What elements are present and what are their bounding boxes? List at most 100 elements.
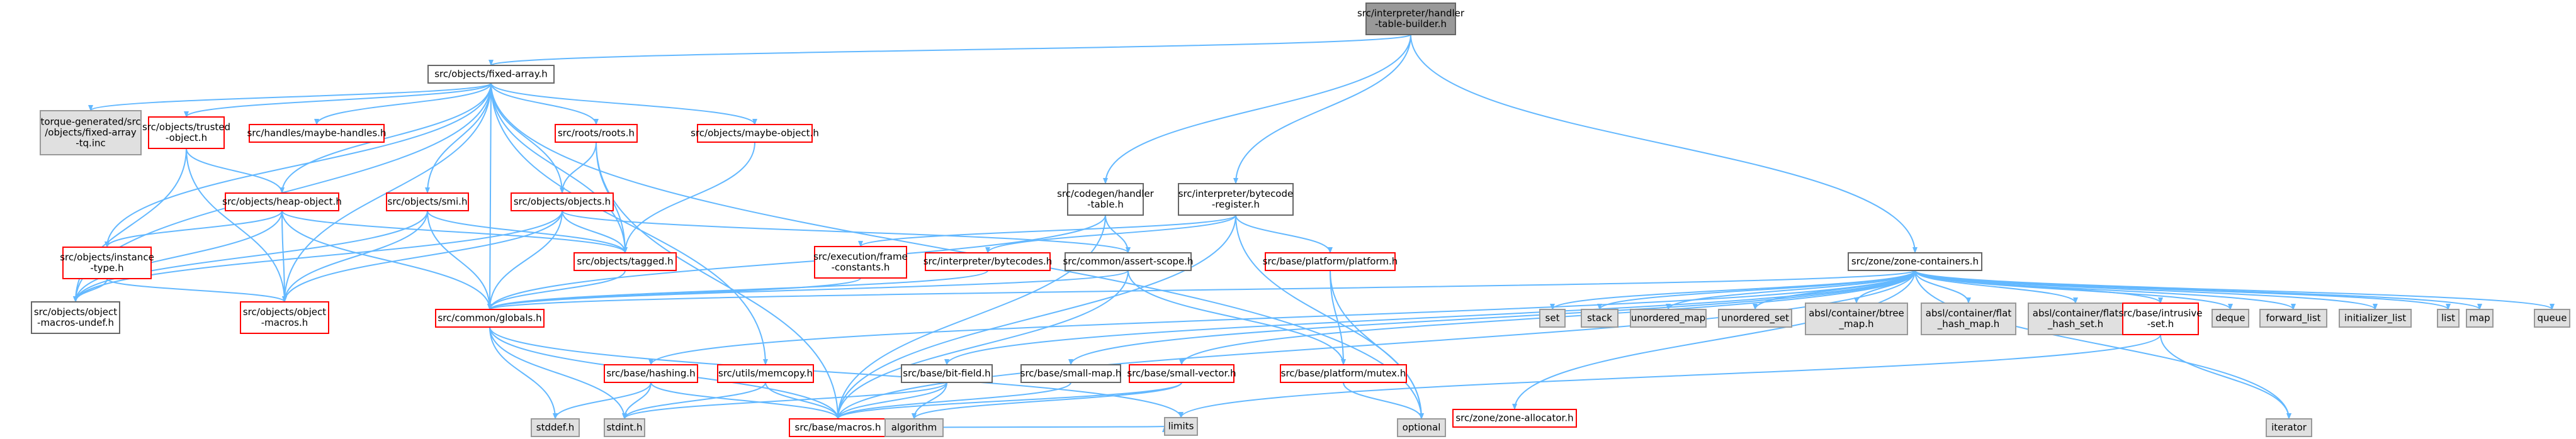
node-mutex[interactable]: src/base/platform/mutex.h — [1280, 364, 1407, 383]
node-box — [1178, 183, 1294, 216]
node-label: _map.h — [1838, 318, 1873, 330]
node-intrusive-set[interactable]: src/base/intrusive-set.h — [2118, 303, 2203, 335]
node-label: src/base/platform/mutex.h — [1281, 368, 1406, 379]
node-label: /objects/fixed-array — [45, 127, 137, 138]
node-stack[interactable]: stack — [1581, 309, 1618, 328]
node-deque[interactable]: deque — [2212, 309, 2249, 328]
node-globals[interactable]: src/common/globals.h — [435, 309, 545, 328]
node-box — [1020, 364, 1121, 383]
edge-memcopy-to-macros — [765, 382, 840, 420]
node-unordered-set[interactable]: unordered_set — [1718, 309, 1792, 328]
node-map[interactable]: map — [2466, 309, 2494, 328]
node-label: optional — [1403, 422, 1441, 433]
node-label: _hash_map.h — [1937, 318, 2000, 330]
node-algorithm[interactable]: algorithm — [884, 418, 944, 437]
node-maybe-object[interactable]: src/objects/maybe-object.h — [691, 124, 819, 143]
node-forward-list[interactable]: forward_list — [2259, 309, 2327, 328]
edge-objects-to-tagged — [562, 210, 628, 253]
node-instance-type[interactable]: src/objects/instance-type.h — [60, 247, 154, 279]
node-btree-map[interactable]: absl/container/btree_map.h — [1805, 303, 1908, 335]
node-limits[interactable]: limits — [1164, 417, 1198, 436]
node-roots[interactable]: src/roots/roots.h — [555, 124, 638, 143]
edge-roots-to-objects — [560, 142, 597, 194]
node-label: src/handles/maybe-handles.h — [247, 128, 386, 139]
node-label: -constants.h — [832, 262, 890, 273]
edge-maybe-object-to-tagged — [623, 142, 755, 253]
node-box — [1129, 364, 1234, 383]
node-label: set — [1545, 313, 1560, 324]
node-box — [40, 110, 142, 155]
node-label: iterator — [2271, 422, 2307, 433]
node-memcopy[interactable]: src/utils/memcopy.h — [717, 364, 814, 383]
node-flat-hash-set[interactable]: absl/container/flat_hash_set.h — [2028, 303, 2123, 335]
node-small-map[interactable]: src/base/small-map.h — [1020, 364, 1122, 383]
node-label: -table.h — [1087, 199, 1124, 210]
edge-mutex-to-optional — [1343, 382, 1424, 420]
node-box — [814, 246, 907, 279]
node-hashing[interactable]: src/base/hashing.h — [604, 364, 698, 383]
edge-heap-object-to-tagged — [281, 210, 628, 253]
edge-heap-object-to-object-macros — [281, 210, 287, 303]
node-small-vector[interactable]: src/base/small-vector.h — [1127, 364, 1236, 383]
node-box — [1921, 303, 2016, 335]
node-box — [2259, 309, 2327, 328]
node-zone-containers[interactable]: src/zone/zone-containers.h — [1848, 252, 1982, 271]
node-heap-object[interactable]: src/objects/heap-object.h — [222, 192, 342, 211]
node-unordered-map[interactable]: unordered_map — [1630, 309, 1707, 328]
node-label: src/objects/tagged.h — [577, 256, 673, 267]
edge-root-to-codegen-handler — [1103, 34, 1411, 184]
node-objects[interactable]: src/objects/objects.h — [511, 192, 614, 211]
node-box — [249, 124, 385, 143]
node-list[interactable]: list — [2437, 309, 2460, 328]
node-zone-allocator[interactable]: src/zone/zone-allocator.h — [1452, 409, 1577, 428]
node-stdint[interactable]: stdint.h — [604, 418, 645, 437]
node-box — [2212, 309, 2249, 328]
node-box — [427, 65, 555, 84]
node-frame-constants[interactable]: src/execution/frame-constants.h — [813, 246, 908, 279]
node-smi[interactable]: src/objects/smi.h — [386, 192, 469, 211]
node-macros[interactable]: src/base/macros.h — [789, 418, 887, 437]
edge-zone-containers-to-unordered-map — [1666, 270, 1916, 310]
node-maybe-handles[interactable]: src/handles/maybe-handles.h — [247, 124, 387, 143]
edge-fixed-array-to-torque-gen — [88, 82, 492, 111]
node-assert-scope[interactable]: src/common/assert-scope.h — [1063, 252, 1194, 271]
node-root[interactable]: src/interpreter/handler-table-builder.h — [1357, 3, 1465, 35]
node-tagged[interactable]: src/objects/tagged.h — [573, 252, 677, 271]
node-box — [531, 418, 580, 437]
node-queue[interactable]: queue — [2534, 309, 2570, 328]
node-bytecodes[interactable]: src/interpreter/bytecodes.h — [924, 252, 1053, 271]
node-torque-gen[interactable]: torque-generated/src/objects/fixed-array… — [40, 110, 142, 155]
node-fixed-array[interactable]: src/objects/fixed-array.h — [427, 65, 555, 84]
node-box — [1452, 409, 1577, 428]
node-box — [604, 364, 698, 383]
node-trusted-object[interactable]: src/objects/trusted-object.h — [142, 116, 230, 149]
node-label: src/codegen/handler — [1057, 188, 1155, 199]
node-codegen-handler[interactable]: src/codegen/handler-table.h — [1057, 183, 1155, 216]
edge-bytecodes-to-globals — [487, 270, 988, 310]
node-label: -macros.h — [261, 317, 308, 328]
node-label: stdint.h — [606, 422, 642, 433]
node-platform[interactable]: src/base/platform/platform.h — [1263, 252, 1398, 271]
node-box — [1805, 303, 1908, 335]
edge-fixed-array-to-memcopy — [490, 82, 768, 365]
node-set[interactable]: set — [1539, 309, 1566, 328]
node-label: src/common/assert-scope.h — [1063, 256, 1193, 267]
node-bit-field[interactable]: src/base/bit-field.h — [901, 364, 993, 383]
node-initializer-list[interactable]: initializer_list — [2339, 309, 2412, 328]
node-box — [1539, 309, 1566, 328]
node-stddef[interactable]: stddef.h — [531, 418, 580, 437]
node-box — [511, 192, 614, 211]
edge-codegen-handler-to-macros — [835, 214, 1106, 420]
node-flat-hash-map[interactable]: absl/container/flat_hash_map.h — [1921, 303, 2016, 335]
node-label: src/objects/instance — [60, 252, 154, 263]
node-object-macros-undef[interactable]: src/objects/object-macros-undef.h — [31, 301, 120, 334]
node-bytecode-register[interactable]: src/interpreter/bytecode-register.h — [1178, 183, 1294, 216]
edge-smi-to-object-macros — [282, 210, 428, 303]
node-optional[interactable]: optional — [1397, 418, 1446, 437]
edge-smi-to-object-macros-undef — [73, 210, 428, 303]
edge-fixed-array-to-tagged — [490, 82, 628, 253]
node-iterator[interactable]: iterator — [2266, 418, 2312, 437]
node-object-macros[interactable]: src/objects/object-macros.h — [240, 301, 329, 334]
edge-fixed-array-to-roots — [490, 82, 599, 125]
